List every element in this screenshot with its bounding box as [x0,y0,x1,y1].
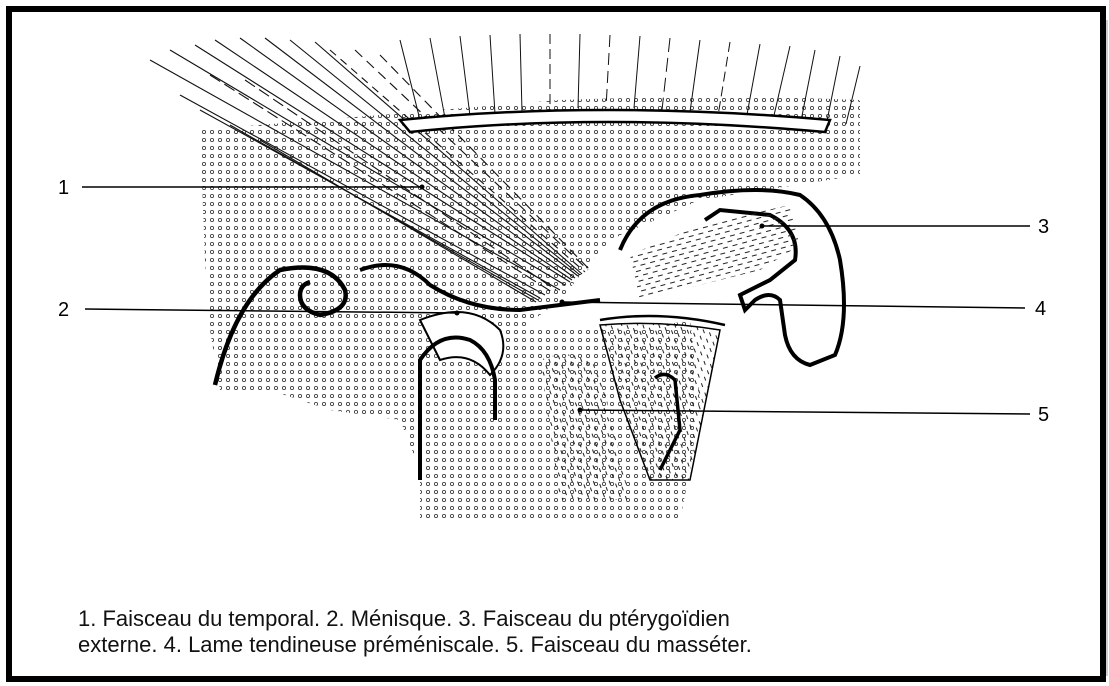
label-2: 2 [58,299,69,321]
label-5: 5 [1038,404,1049,426]
label-1: 1 [58,177,69,199]
label-4: 4 [1035,298,1046,320]
caption-line-1: 1. Faisceau du temporal. 2. Ménisque. 3.… [78,606,1078,632]
diagram-artwork [82,34,1030,520]
label-3: 3 [1038,216,1049,238]
figure-caption: 1. Faisceau du temporal. 2. Ménisque. 3.… [78,606,1078,658]
caption-line-2: externe. 4. Lame tendineuse préméniscale… [78,632,1078,658]
